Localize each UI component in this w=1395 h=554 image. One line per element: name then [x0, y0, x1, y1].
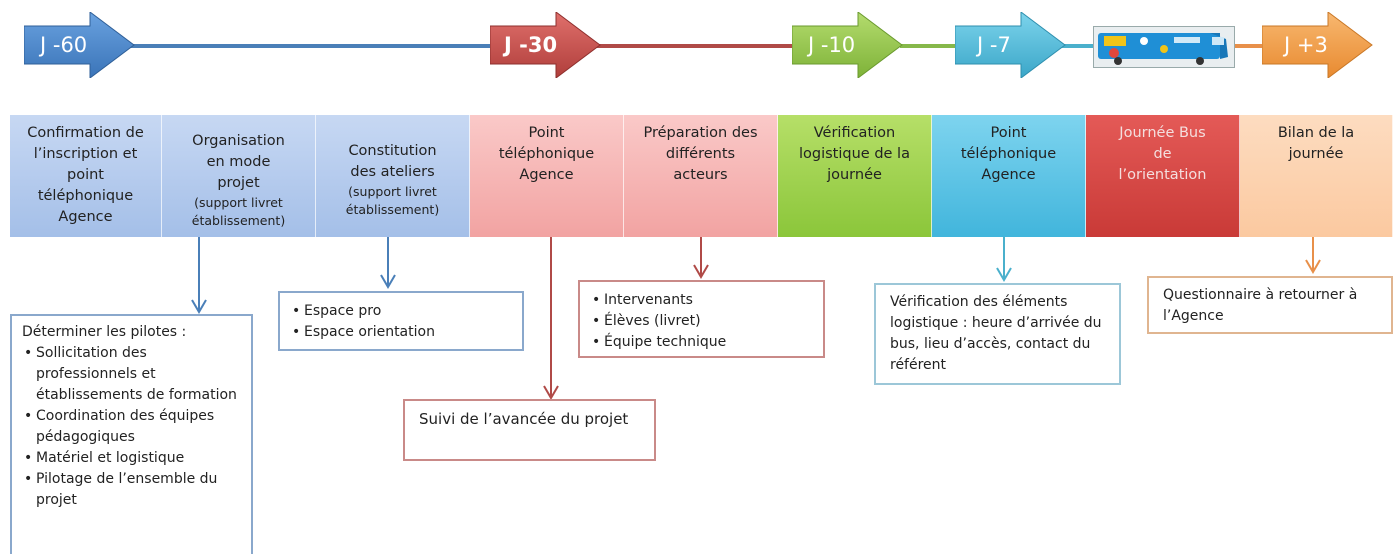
- milestone-label: J -30: [504, 33, 558, 57]
- step-bilan: Bilan de la journée: [1240, 115, 1393, 237]
- list-item: Espace pro: [290, 301, 512, 322]
- step-confirmation: Confirmation de l’inscription et point t…: [10, 115, 162, 237]
- acteurs-list: Intervenants Élèves (livret) Équipe tech…: [590, 290, 813, 353]
- ateliers-list: Espace pro Espace orientation: [290, 301, 512, 343]
- timeline-line-2: [595, 44, 800, 48]
- note-ateliers: Espace pro Espace orientation: [278, 291, 524, 351]
- timeline-line-4: [1060, 44, 1100, 48]
- step-point-telephonique-2: Point téléphonique Agence: [932, 115, 1086, 237]
- milestone-arrow-j30: J -30: [490, 12, 602, 78]
- milestone-label: J -7: [977, 33, 1011, 57]
- note-acteurs: Intervenants Élèves (livret) Équipe tech…: [578, 280, 825, 358]
- milestone-arrow-j3: J +3: [1262, 12, 1374, 78]
- list-item: Coordination des équipes pédagogiques: [22, 406, 241, 448]
- list-item: Espace orientation: [290, 322, 512, 343]
- step-constitution: Constitution des ateliers (support livre…: [316, 115, 470, 237]
- milestone-arrow-j10: J -10: [792, 12, 904, 78]
- milestone-arrow-j60: J -60: [24, 12, 136, 78]
- step-journee-bus: Journée Bus de l’orientation: [1086, 115, 1240, 237]
- list-item: Élèves (livret): [590, 311, 813, 332]
- list-item: Intervenants: [590, 290, 813, 311]
- step-preparation: Préparation des différents acteurs: [624, 115, 778, 237]
- bus-image: [1093, 26, 1235, 68]
- step-organisation: Organisation en mode projet (support liv…: [162, 115, 316, 237]
- list-item: Équipe technique: [590, 332, 813, 353]
- milestone-label: J +3: [1284, 33, 1328, 57]
- note-logistique: Vérification des éléments logistique : h…: [874, 283, 1121, 385]
- note-pilotes: Déterminer les pilotes : Sollicitation d…: [10, 314, 253, 554]
- milestone-label: J -10: [808, 33, 856, 57]
- milestone-label: J -60: [40, 33, 88, 57]
- note-questionnaire: Questionnaire à retourner à l’Agence: [1147, 276, 1393, 334]
- connector-organisation: [191, 237, 1321, 400]
- note-suivi: Suivi de l’avancée du projet: [403, 399, 656, 461]
- note-title: Déterminer les pilotes :: [22, 324, 187, 340]
- pilotes-list: Sollicitation des professionnels et étab…: [22, 343, 241, 511]
- list-item: Sollicitation des professionnels et étab…: [22, 343, 241, 406]
- timeline-line-1: [130, 44, 500, 48]
- timeline-line-5: [1232, 44, 1270, 48]
- list-item: Pilotage de l’ensemble du projet: [22, 469, 241, 511]
- list-item: Matériel et logistique: [22, 448, 241, 469]
- step-verification: Vérification logistique de la journée: [778, 115, 932, 237]
- timeline-line-3: [900, 44, 965, 48]
- step-point-telephonique-1: Point téléphonique Agence: [470, 115, 624, 237]
- milestone-arrow-j7: J -7: [955, 12, 1067, 78]
